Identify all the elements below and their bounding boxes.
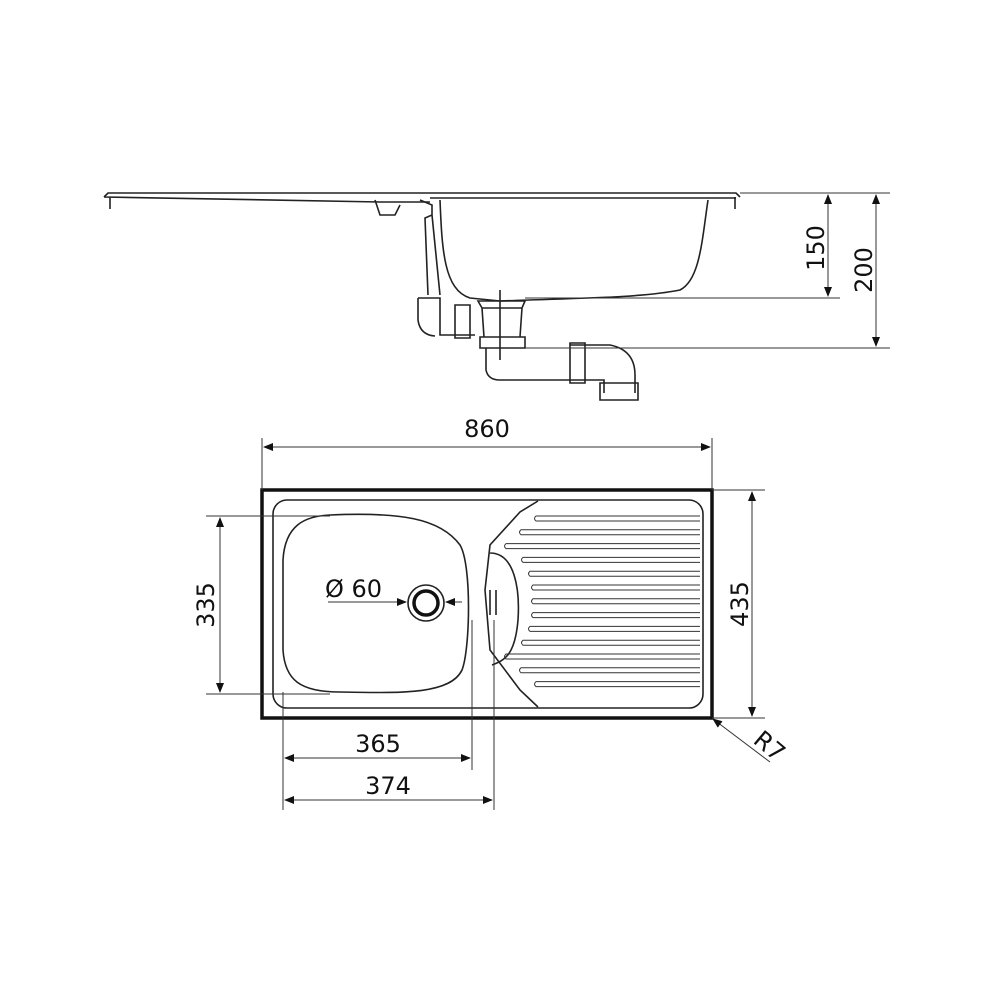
drainer-groove <box>531 612 700 619</box>
rim-clips <box>109 197 736 209</box>
dim-label-435: 435 <box>726 581 754 627</box>
extension-lines <box>525 192 890 349</box>
dim-label-335: 335 <box>192 582 220 628</box>
side-view: 150 200 <box>103 192 890 401</box>
top-view: 860 335 435 Ø 60 365 374 R7 <box>192 415 791 810</box>
dim-label-365: 365 <box>355 730 401 758</box>
trap-nut <box>569 342 639 401</box>
dim-label-radius: R7 <box>748 725 790 767</box>
overflow-pipe <box>417 297 475 339</box>
sink-outline <box>260 488 714 720</box>
inner-rim <box>272 499 704 709</box>
dim-label-150: 150 <box>802 225 830 271</box>
drainer-grooves <box>504 515 700 688</box>
drain-outer <box>407 584 445 622</box>
dim-label-860: 860 <box>464 415 510 443</box>
drainer-groove <box>504 653 700 660</box>
drainer-groove <box>528 625 700 632</box>
dim-label-374: 374 <box>365 772 411 800</box>
drainer-groove <box>519 529 700 536</box>
dim-label-200: 200 <box>850 247 878 293</box>
drainer-groove <box>521 639 700 646</box>
drainer-groove <box>519 667 700 674</box>
overflow-fitting <box>374 199 441 296</box>
trap-pipe <box>485 344 636 393</box>
dim-line-radius <box>712 718 771 763</box>
dim-label-diameter: Ø 60 <box>325 575 382 603</box>
extension-lines-top <box>206 438 765 810</box>
drainer-outline <box>484 500 539 708</box>
drainer-groove <box>534 515 700 522</box>
bowl-outline <box>282 513 470 694</box>
drain-inner <box>412 589 440 617</box>
drainer-groove <box>521 556 700 563</box>
drainer-groove <box>534 681 700 688</box>
drainer-groove <box>531 598 700 605</box>
drainer-groove <box>504 543 700 550</box>
drain-waste <box>476 290 527 360</box>
sink-top-rim <box>103 192 741 203</box>
overflow-slot <box>489 590 497 615</box>
drainer-groove <box>528 570 700 577</box>
bowl-profile <box>439 199 709 302</box>
drainer-groove <box>531 584 700 591</box>
